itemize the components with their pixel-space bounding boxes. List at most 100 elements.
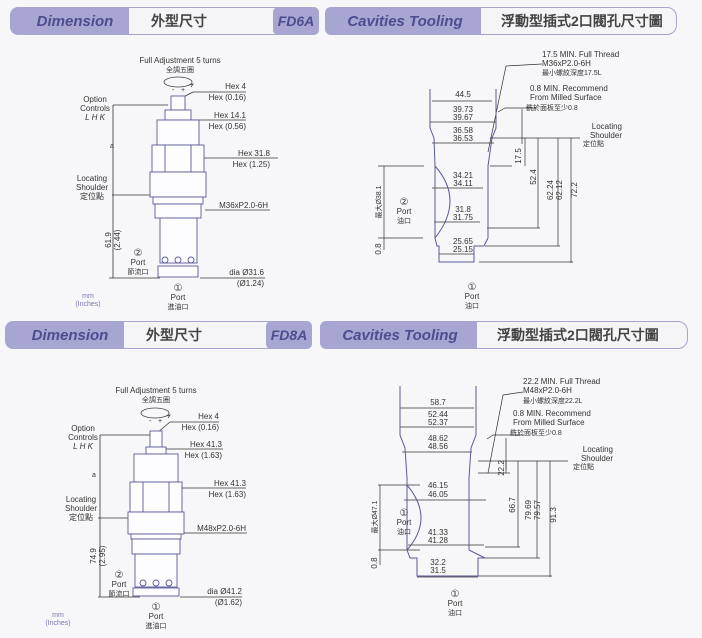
bottom-port-number: ①	[451, 589, 460, 600]
cavities-label: Cavities Tooling	[347, 12, 463, 30]
dim-top: 58.7	[430, 398, 446, 407]
valve-body	[149, 95, 207, 278]
hex2-inch: Hex (1.63)	[185, 451, 223, 460]
dia-inch: (Ø1.24)	[237, 279, 264, 288]
dim5-max: 31.8	[455, 205, 471, 214]
dim-a-label: a	[92, 472, 96, 479]
depth3: 91.3	[549, 507, 558, 523]
adjust-cn: 全調五圈	[166, 65, 194, 74]
side-port-cn: 油口	[397, 527, 411, 536]
port2-label: Port	[112, 580, 127, 589]
depth3: 72.2	[570, 182, 579, 198]
port-diameter: 最大Ø47.1	[370, 500, 379, 533]
side-port-cn: 油口	[397, 216, 411, 225]
cavities-cn-label: 浮動型插式2口閥孔尺寸圖	[501, 13, 663, 29]
hex1-label: Hex 4	[225, 82, 246, 91]
dimension-cn-label: 外型尺寸	[151, 13, 207, 29]
lhk-label: L H K	[73, 442, 94, 451]
minus-sign: -	[172, 87, 175, 94]
depth2-max: 62.24	[546, 179, 555, 200]
dim2-min: 52.37	[428, 418, 449, 427]
model-label: FD8A	[270, 327, 308, 343]
thread-label: M36xP2.0-6H	[219, 201, 268, 210]
side-port-label: Port	[397, 518, 412, 527]
dia-label: dia Ø31.6	[229, 268, 264, 277]
units-mm: mm	[52, 612, 64, 619]
rotation-arrow-icon	[140, 407, 171, 419]
valve-body	[127, 430, 185, 597]
dim2-max: 39.73	[453, 105, 474, 114]
hex1-inch: Hex (0.16)	[182, 423, 220, 432]
valve-drawing-fd6a: Full Adjustment 5 turns 全調五圈 - + Option …	[75, 56, 278, 311]
length-inch: (2.44)	[113, 229, 122, 250]
length-inch: (2.95)	[98, 545, 107, 566]
depth2-min: 62.12	[555, 179, 564, 200]
model-badge: FD8A	[266, 321, 312, 349]
port1-cn: 進油口	[168, 302, 189, 311]
bottom-port-label: Port	[448, 599, 463, 608]
port2-number: ②	[115, 570, 124, 581]
dim6-min: 25.15	[453, 245, 474, 254]
shoulder-cn-label: 定位點	[583, 139, 604, 148]
cavities-label: Cavities Tooling	[342, 326, 458, 344]
dim4-min: 34.11	[453, 179, 473, 188]
model-badge: FD6A	[273, 7, 319, 35]
adjust-title: Full Adjustment 5 turns	[115, 386, 196, 395]
cavity-drawing-fd8a: 22.2 MIN. Full Thread M48xP2.0-6H 最小螺紋深度…	[370, 377, 613, 617]
shoulder-cn-label: 定位點	[573, 462, 594, 471]
dimension-cn-tab: 外型尺寸	[128, 7, 287, 35]
thread-cn: 最小螺紋深度22.2L	[523, 396, 583, 405]
offset-label: 0.8	[374, 243, 383, 255]
dim3-max: 36.58	[453, 126, 474, 135]
hex1-label: Hex 4	[198, 412, 219, 421]
bottom-port-cn: 油口	[465, 301, 479, 310]
dim2-min: 39.67	[453, 113, 474, 122]
dia-inch: (Ø1.62)	[215, 598, 242, 607]
side-port-number: ①	[400, 508, 409, 519]
depth1: 66.7	[508, 497, 517, 513]
valve-drawing-fd8a: Full Adjustment 5 turns 全調五圈 - + Option …	[45, 386, 247, 630]
plus-sign: +	[158, 418, 162, 425]
port1-label: Port	[149, 612, 164, 621]
locating-label: Locating	[583, 445, 613, 454]
hex2-label: Hex 41.3	[190, 440, 223, 449]
dim6-max: 32.2	[430, 558, 446, 567]
dia-label: dia Ø41.2	[207, 587, 242, 596]
depth2-min: 79.57	[533, 499, 542, 520]
milled-note: From Milled Surface	[530, 93, 602, 102]
dimension-cn-tab: 外型尺寸	[123, 321, 282, 349]
depth-thread: 17.5	[514, 148, 523, 164]
side-port-label: Port	[397, 207, 412, 216]
shoulder-cn-label: 定位點	[69, 512, 93, 522]
shoulder-label: Shoulder	[76, 183, 108, 192]
depth1: 52.4	[529, 169, 538, 185]
shoulder-label: Shoulder	[581, 454, 613, 463]
cavities-cn-tab: 浮動型插式2口閥孔尺寸圖	[476, 321, 688, 349]
locating-label: Locating	[66, 495, 96, 504]
hex3-inch: Hex (1.25)	[233, 160, 271, 169]
recommend-cn: 銑於面板至少0.8	[526, 103, 578, 112]
port1-number: ①	[174, 283, 183, 294]
dim4-min: 46.05	[428, 490, 449, 499]
plus-sign: +	[181, 87, 185, 94]
thread-label: M48xP2.0-6H	[197, 524, 246, 533]
locating-label: Locating	[592, 122, 622, 131]
model-label: FD6A	[277, 13, 315, 29]
adjust-title: Full Adjustment 5 turns	[139, 56, 220, 65]
length-label: 74.9	[89, 548, 98, 564]
bottom-port-number: ①	[468, 282, 477, 293]
shoulder-label: Shoulder	[65, 504, 97, 513]
port-diameter: 最大Ø38.1	[374, 185, 383, 218]
dim-a-label: a	[110, 143, 114, 150]
units-inches: (Inches)	[45, 620, 70, 627]
hex3-inch: Hex (1.63)	[209, 490, 247, 499]
port1-label: Port	[171, 293, 186, 302]
cavities-cn-tab: 浮動型插式2口閥孔尺寸圖	[480, 7, 677, 35]
cavities-cn-label: 浮動型插式2口閥孔尺寸圖	[497, 327, 659, 343]
hex3-label: Hex 31.8	[238, 149, 271, 158]
dimension-label: Dimension	[31, 326, 109, 344]
controls-label: Controls	[80, 104, 110, 113]
option-label: Option	[71, 424, 95, 433]
thread-note: 17.5 MIN. Full Thread	[542, 50, 619, 59]
units-inches: (Inches)	[75, 301, 100, 308]
